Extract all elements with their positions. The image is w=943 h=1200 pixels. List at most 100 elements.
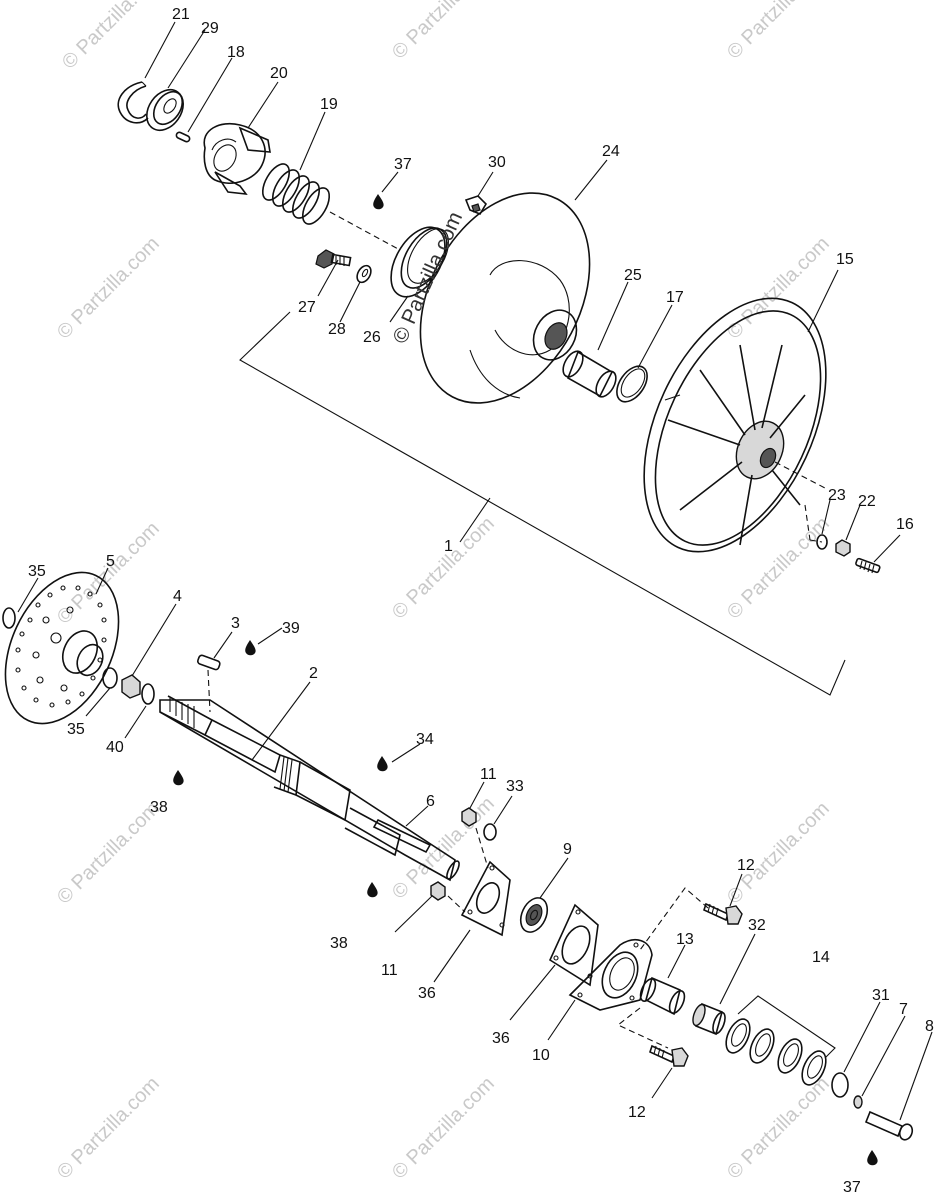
part-29-washer bbox=[146, 88, 184, 132]
watermark: © Partzilla.com bbox=[723, 0, 834, 64]
axis-line-upper bbox=[329, 211, 401, 251]
watermark: © Partzilla.com bbox=[53, 233, 164, 344]
assembly-1-bracket bbox=[239, 311, 846, 696]
callout-29: 29 bbox=[201, 20, 219, 37]
callout-25: 25 bbox=[624, 267, 642, 284]
watermark: © Partzilla.com bbox=[388, 0, 499, 64]
part-38-grease-drop bbox=[367, 882, 378, 898]
part-19-spring bbox=[261, 163, 331, 225]
watermark: © Partzilla.com bbox=[53, 798, 164, 909]
part-24-sheave bbox=[419, 192, 591, 404]
part-13-bushing bbox=[639, 976, 686, 1016]
part-27-bolt bbox=[315, 249, 352, 269]
part-30-clip bbox=[464, 195, 488, 215]
part-36-flange bbox=[460, 860, 511, 937]
part-9-bearing bbox=[519, 897, 549, 933]
axis-line-bolt bbox=[639, 887, 709, 951]
part-34-grease-drop bbox=[377, 756, 388, 772]
part-15-fixed-sheave bbox=[643, 297, 827, 553]
part-40-o-ring bbox=[141, 683, 155, 705]
axis-line-key bbox=[207, 669, 211, 713]
part-31-washer bbox=[831, 1072, 849, 1098]
part-11-nut bbox=[430, 881, 446, 901]
part-7-washer bbox=[853, 1095, 863, 1109]
part-6-key bbox=[372, 818, 432, 854]
callout-36: 36 bbox=[492, 1030, 510, 1047]
watermark-layer: © Partzilla.com © Partzilla.com © Partzi… bbox=[53, 0, 834, 1184]
callout-1: 1 bbox=[444, 538, 453, 555]
axis-line-flange bbox=[475, 827, 489, 869]
part-37-grease-drop bbox=[373, 194, 384, 210]
part-23-washer bbox=[816, 534, 828, 550]
part-38-grease-drop bbox=[173, 770, 184, 786]
part-32-spacer bbox=[692, 1002, 726, 1036]
part-37-grease-drop bbox=[867, 1150, 878, 1166]
axis-line-flange bbox=[447, 895, 466, 913]
callout-2: 2 bbox=[309, 665, 318, 682]
callout-14: 14 bbox=[812, 949, 830, 966]
callout-30: 30 bbox=[488, 154, 506, 171]
part-2-shaft bbox=[159, 695, 460, 882]
callout-40: 40 bbox=[106, 739, 124, 756]
callout-39: 39 bbox=[282, 620, 300, 637]
part-10-housing bbox=[568, 939, 653, 1011]
callout-3: 3 bbox=[231, 615, 240, 632]
part-21-retaining-ring bbox=[117, 81, 149, 124]
callout-19: 19 bbox=[320, 96, 338, 113]
watermark: © Partzilla.com bbox=[388, 513, 499, 624]
part-35-o-ring bbox=[102, 667, 118, 689]
callout-33: 33 bbox=[506, 778, 524, 795]
axis-line-bolt bbox=[616, 1007, 669, 1049]
callout-labels: 21 29 18 20 19 37 30 24 27 28 26 25 17 1… bbox=[28, 6, 934, 1196]
part-35-o-ring bbox=[2, 607, 16, 629]
callout-36: 36 bbox=[418, 985, 436, 1002]
part-3-key bbox=[196, 654, 221, 671]
part-22-nut bbox=[835, 539, 851, 557]
watermark: © Partzilla.com bbox=[58, 0, 169, 74]
part-12-bolt bbox=[649, 1044, 689, 1067]
watermark: © Partzilla.com bbox=[723, 1073, 834, 1184]
callout-6: 6 bbox=[426, 793, 435, 810]
part-4-nut bbox=[121, 674, 141, 699]
part-33-washer bbox=[483, 823, 497, 841]
callout-4: 4 bbox=[173, 588, 182, 605]
watermark: © Partzilla.com bbox=[723, 513, 834, 624]
callout-12: 12 bbox=[737, 857, 755, 874]
part-16-screw bbox=[855, 557, 881, 574]
part-39-grease-drop bbox=[245, 640, 256, 656]
callout-31: 31 bbox=[872, 987, 890, 1004]
part-18-pin bbox=[175, 131, 191, 143]
part-17-o-ring bbox=[616, 365, 648, 403]
callout-38: 38 bbox=[150, 799, 168, 816]
callout-9: 9 bbox=[563, 841, 572, 858]
callout-18: 18 bbox=[227, 44, 245, 61]
callout-26: 26 bbox=[363, 329, 381, 346]
callout-28: 28 bbox=[328, 321, 346, 338]
part-8-bolt bbox=[864, 1110, 914, 1141]
callout-16: 16 bbox=[896, 516, 914, 533]
callout-8: 8 bbox=[925, 1018, 934, 1035]
callout-10: 10 bbox=[532, 1047, 550, 1064]
part-5-brake-disc bbox=[4, 571, 120, 725]
watermark: © Partzilla.com bbox=[723, 798, 834, 909]
callout-23: 23 bbox=[828, 487, 846, 504]
callout-12: 12 bbox=[628, 1104, 646, 1121]
callout-13: 13 bbox=[676, 931, 694, 948]
part-12-bolt bbox=[703, 902, 743, 925]
callout-34: 34 bbox=[416, 731, 434, 748]
disc-holes bbox=[15, 585, 107, 708]
watermark: © Partzilla.com bbox=[388, 1073, 499, 1184]
part-11-nut bbox=[461, 807, 477, 827]
callout-37: 37 bbox=[394, 156, 412, 173]
callout-37: 37 bbox=[843, 1179, 861, 1196]
callout-32: 32 bbox=[748, 917, 766, 934]
callout-5: 5 bbox=[106, 553, 115, 570]
axis-line-right bbox=[809, 539, 823, 543]
callout-20: 20 bbox=[270, 65, 288, 82]
watermark: © Partzilla.com bbox=[723, 233, 834, 344]
callout-11: 11 bbox=[381, 962, 398, 979]
watermark: © Partzilla.com bbox=[53, 1073, 164, 1184]
part-28-washer bbox=[356, 264, 372, 284]
leader-lines bbox=[17, 21, 933, 1121]
